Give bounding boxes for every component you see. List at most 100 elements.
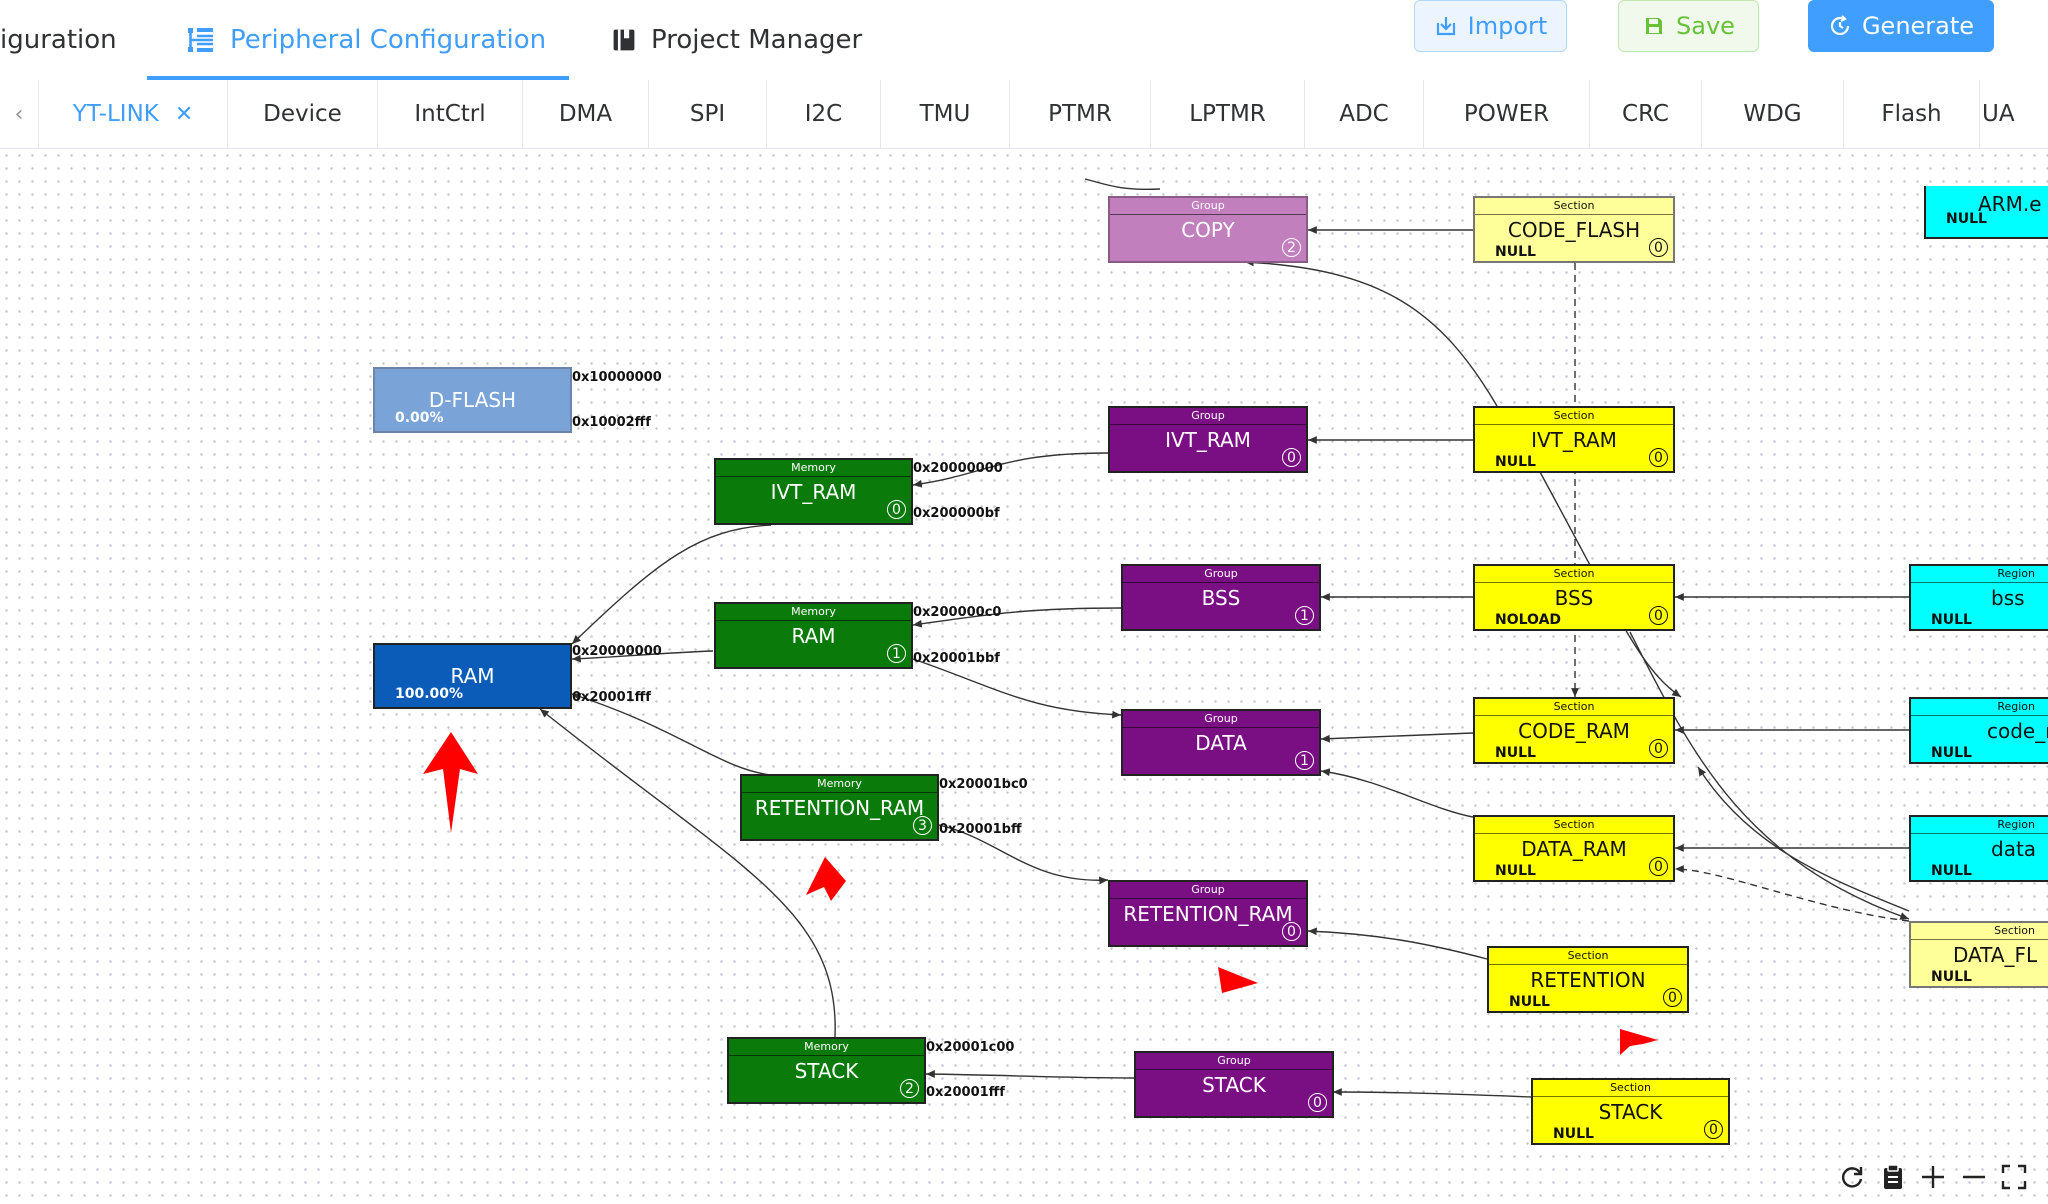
tab-label: I2C — [804, 101, 843, 127]
tab-power[interactable]: POWER — [1424, 80, 1590, 148]
node-name: RETENTION — [1530, 968, 1646, 992]
region-node-data[interactable]: Region data NULL — [1909, 815, 2048, 882]
node-attr: NULL — [1931, 612, 1972, 628]
edge — [912, 607, 1122, 628]
memory-node-retention-ram[interactable]: Memory RETENTION_RAM 3 — [740, 774, 939, 841]
node-name: RETENTION_RAM — [1123, 902, 1293, 926]
node-name: RAM — [791, 624, 836, 648]
tab-label: IntCtrl — [414, 101, 486, 127]
memory-node-ivt-ram[interactable]: Memory IVT_RAM 0 — [714, 458, 913, 525]
tab-yt-link[interactable]: YT-LINK ✕ — [39, 80, 228, 148]
tab-peripheral-configuration-label: Peripheral Configuration — [230, 25, 547, 55]
tab-crc[interactable]: CRC — [1590, 80, 1702, 148]
reset-icon[interactable] — [1838, 1163, 1866, 1191]
group-node-retention-ram[interactable]: Group RETENTION_RAM 0 — [1108, 880, 1308, 947]
tab-i2c[interactable]: I2C — [767, 80, 881, 148]
section-node-data-ram[interactable]: Section DATA_RAM NULL 0 — [1473, 815, 1675, 882]
tab-peripheral-configuration[interactable]: Peripheral Configuration — [186, 0, 546, 80]
physical-memory-ram[interactable]: RAM 100.00% — [373, 643, 572, 709]
save-button[interactable]: Save — [1618, 0, 1759, 52]
section-node-retention[interactable]: Section RETENTION NULL 0 — [1487, 946, 1689, 1013]
address-start: 0x200000c0 — [913, 605, 1002, 620]
memory-node-stack[interactable]: Memory STACK 2 — [727, 1037, 926, 1104]
region-node-arm-exidx[interactable]: ARM.e NULL — [1924, 186, 2048, 239]
section-node-code-ram[interactable]: Section CODE_RAM NULL 0 — [1473, 697, 1675, 764]
group-node-ivt-ram[interactable]: Group IVT_RAM 0 — [1108, 406, 1308, 473]
edge — [571, 692, 772, 776]
tab-label: SPI — [689, 101, 726, 127]
peripheral-config-icon — [188, 28, 213, 52]
node-name: CODE_FLASH — [1507, 218, 1641, 242]
memory-node-ram[interactable]: Memory RAM 1 — [714, 602, 913, 669]
physical-memory-d-flash[interactable]: D-FLASH 0.00% — [373, 367, 572, 433]
zoom-in-icon[interactable] — [1919, 1163, 1947, 1191]
node-attr: NULL — [1931, 863, 1972, 879]
zoom-out-icon[interactable] — [1960, 1163, 1988, 1191]
node-kind: Section — [1475, 817, 1673, 834]
node-name: code_ra — [1987, 719, 2048, 743]
project-manager-icon — [613, 29, 635, 51]
node-kind: Section — [1911, 923, 2048, 940]
tab-ptmr[interactable]: PTMR — [1010, 80, 1151, 148]
red-arrow-annotation — [806, 857, 846, 901]
tab-device[interactable]: Device — [228, 80, 378, 148]
tab-dma[interactable]: DMA — [523, 80, 649, 148]
section-node-code-flash[interactable]: Section CODE_FLASH NULL 0 — [1473, 196, 1675, 263]
node-kind: Group — [1123, 566, 1319, 583]
node-name: D-FLASH — [428, 388, 517, 412]
tab-wdg[interactable]: WDG — [1702, 80, 1844, 148]
import-button[interactable]: Import — [1414, 0, 1567, 52]
group-node-copy[interactable]: Group COPY 2 — [1108, 196, 1308, 263]
section-node-stack[interactable]: Section STACK NULL 0 — [1531, 1078, 1730, 1145]
tab-configuration[interactable]: iguration — [0, 0, 117, 80]
tab-spi[interactable]: SPI — [649, 80, 767, 148]
group-node-stack[interactable]: Group STACK 0 — [1134, 1051, 1334, 1118]
node-attr: NULL — [1495, 244, 1536, 260]
node-name: DATA — [1195, 731, 1247, 755]
group-node-bss[interactable]: Group BSS 1 — [1121, 564, 1321, 631]
address-end: 0x20001bff — [939, 822, 1022, 837]
node-attr: NULL — [1553, 1126, 1594, 1142]
group-node-data[interactable]: Group DATA 1 — [1121, 709, 1321, 776]
address-end: 0x200000bf — [913, 506, 1000, 521]
section-node-ivt-ram[interactable]: Section IVT_RAM NULL 0 — [1473, 406, 1675, 473]
node-name: BSS — [1554, 586, 1594, 610]
top-nav: iguration Peripheral Configuration Proje… — [0, 0, 2048, 81]
tab-tmu[interactable]: TMU — [881, 80, 1010, 148]
tab-label: DMA — [558, 101, 613, 127]
tab-project-manager[interactable]: Project Manager — [611, 0, 862, 80]
tab-lptmr[interactable]: LPTMR — [1151, 80, 1305, 148]
count-badge: 3 — [913, 816, 932, 835]
node-name: RAM — [450, 664, 495, 688]
edge — [1307, 927, 1488, 960]
tab-scroll-left-button[interactable]: ‹ — [0, 80, 39, 148]
tab-flash[interactable]: Flash — [1844, 80, 1980, 148]
section-node-bss[interactable]: Section BSS NOLOAD 0 — [1473, 564, 1675, 631]
address-end: 0x20001fff — [572, 690, 651, 705]
region-node-code-ram[interactable]: Region code_ra NULL — [1909, 697, 2048, 764]
node-name: IVT_RAM — [1165, 428, 1251, 452]
region-node-bss[interactable]: Region bss NULL — [1909, 564, 2048, 631]
count-badge: 0 — [1282, 922, 1301, 941]
diagram-edges — [423, 178, 1910, 1098]
address-start: 0x20001bc0 — [939, 777, 1028, 792]
red-arrow-annotation — [1218, 967, 1258, 993]
tab-intctrl[interactable]: IntCtrl — [378, 80, 523, 148]
node-kind: Group — [1136, 1053, 1332, 1070]
tab-uart[interactable]: UA — [1980, 80, 2048, 148]
section-node-data-flash[interactable]: Section DATA_FL NULL — [1909, 921, 2048, 988]
count-badge: 0 — [1649, 739, 1668, 758]
link-diagram-canvas[interactable]: D-FLASH 0.00% 0x10000000 0x10002fff RAM … — [0, 149, 2048, 1204]
clipboard-icon[interactable] — [1879, 1163, 1907, 1191]
usage-label: 100.00% — [395, 686, 464, 702]
import-button-label: Import — [1467, 12, 1548, 40]
node-name: ARM.e — [1978, 192, 2042, 216]
node-name: bss — [1991, 586, 2025, 610]
generate-button[interactable]: Generate — [1808, 0, 1994, 52]
tab-yt-link-label: YT-LINK — [72, 101, 159, 127]
close-icon[interactable]: ✕ — [174, 101, 194, 127]
tab-label: TMU — [919, 101, 971, 127]
tab-label: Device — [263, 101, 342, 127]
tab-adc[interactable]: ADC — [1305, 80, 1424, 148]
fullscreen-icon[interactable] — [2000, 1163, 2028, 1191]
